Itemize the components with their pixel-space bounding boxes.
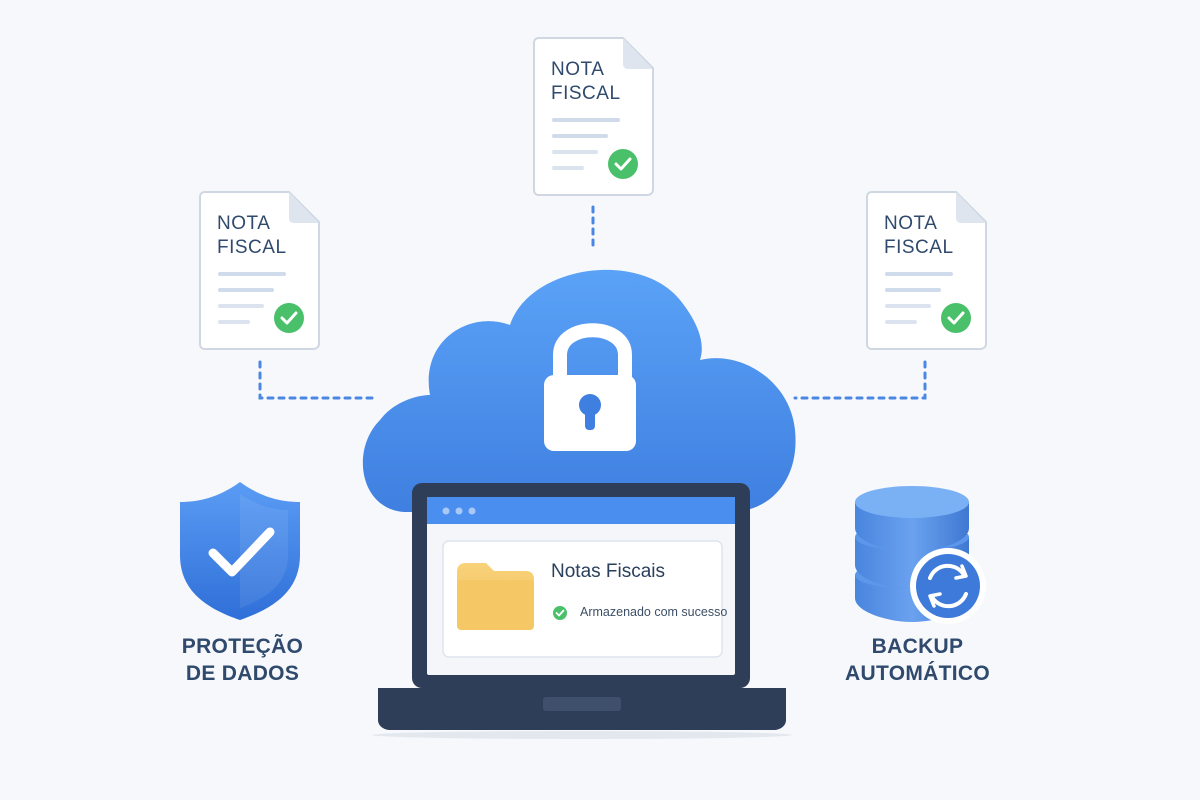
connector-right [793, 360, 927, 400]
document-icon [533, 37, 654, 196]
connector-left [258, 360, 374, 400]
document-title: NOTA FISCAL [217, 213, 287, 258]
storage-status-text: Armazenado com sucesso [580, 605, 728, 619]
document-title: NOTA FISCAL [884, 213, 954, 258]
folder-icon [457, 563, 534, 630]
padlock-icon [544, 323, 636, 451]
document-card-left: NOTA FISCAL [199, 190, 321, 350]
protection-caption: PROTEÇÃO DE DADOS [181, 635, 304, 685]
document-icon [866, 191, 987, 350]
check-circle-icon [553, 606, 567, 620]
shield-check-icon [180, 482, 300, 620]
connectors [258, 205, 927, 400]
document-card-center: NOTA FISCAL [533, 36, 655, 196]
folder-title: Notas Fiscais [551, 561, 666, 582]
backup-caption: BACKUP AUTOMÁTICO [845, 635, 990, 685]
document-title: NOTA FISCAL [551, 59, 621, 104]
document-card-right: NOTA FISCAL [866, 190, 988, 350]
document-icon [199, 191, 320, 350]
sync-icon [910, 548, 986, 624]
